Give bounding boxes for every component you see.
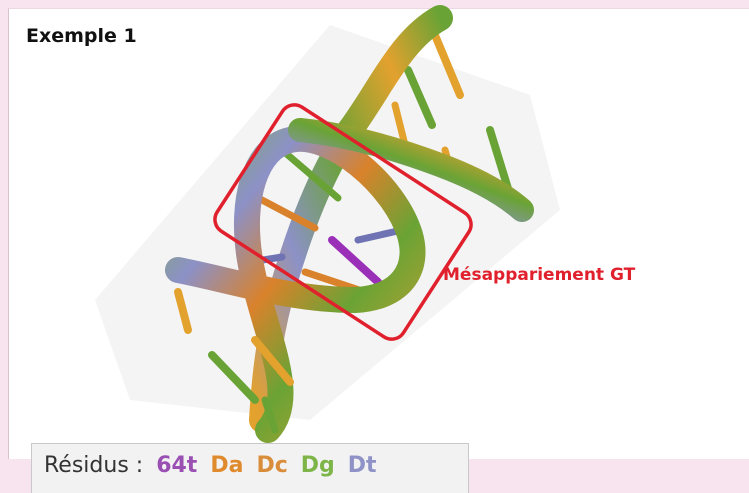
legend-residue-64t: 64t: [156, 453, 198, 478]
legend-residue-dc: Dc: [256, 453, 288, 478]
legend-residue-dg: Dg: [300, 453, 335, 478]
dna-strand-crossing: [288, 118, 534, 222]
legend-prefix: Résidus :: [44, 453, 144, 478]
residue-legend: Résidus : 64t Da Dc Dg Dt: [31, 443, 469, 493]
molecule-shadow: [95, 25, 560, 420]
base-rungs-bottom: [174, 288, 294, 434]
figure-title: Exemple 1: [26, 25, 137, 47]
legend-residue-da: Da: [210, 453, 244, 478]
mismatch-highlight-box: [213, 103, 473, 341]
legend-residue-dt: Dt: [347, 453, 377, 478]
mismatch-annotation-label: Mésappariement GT: [443, 265, 636, 285]
